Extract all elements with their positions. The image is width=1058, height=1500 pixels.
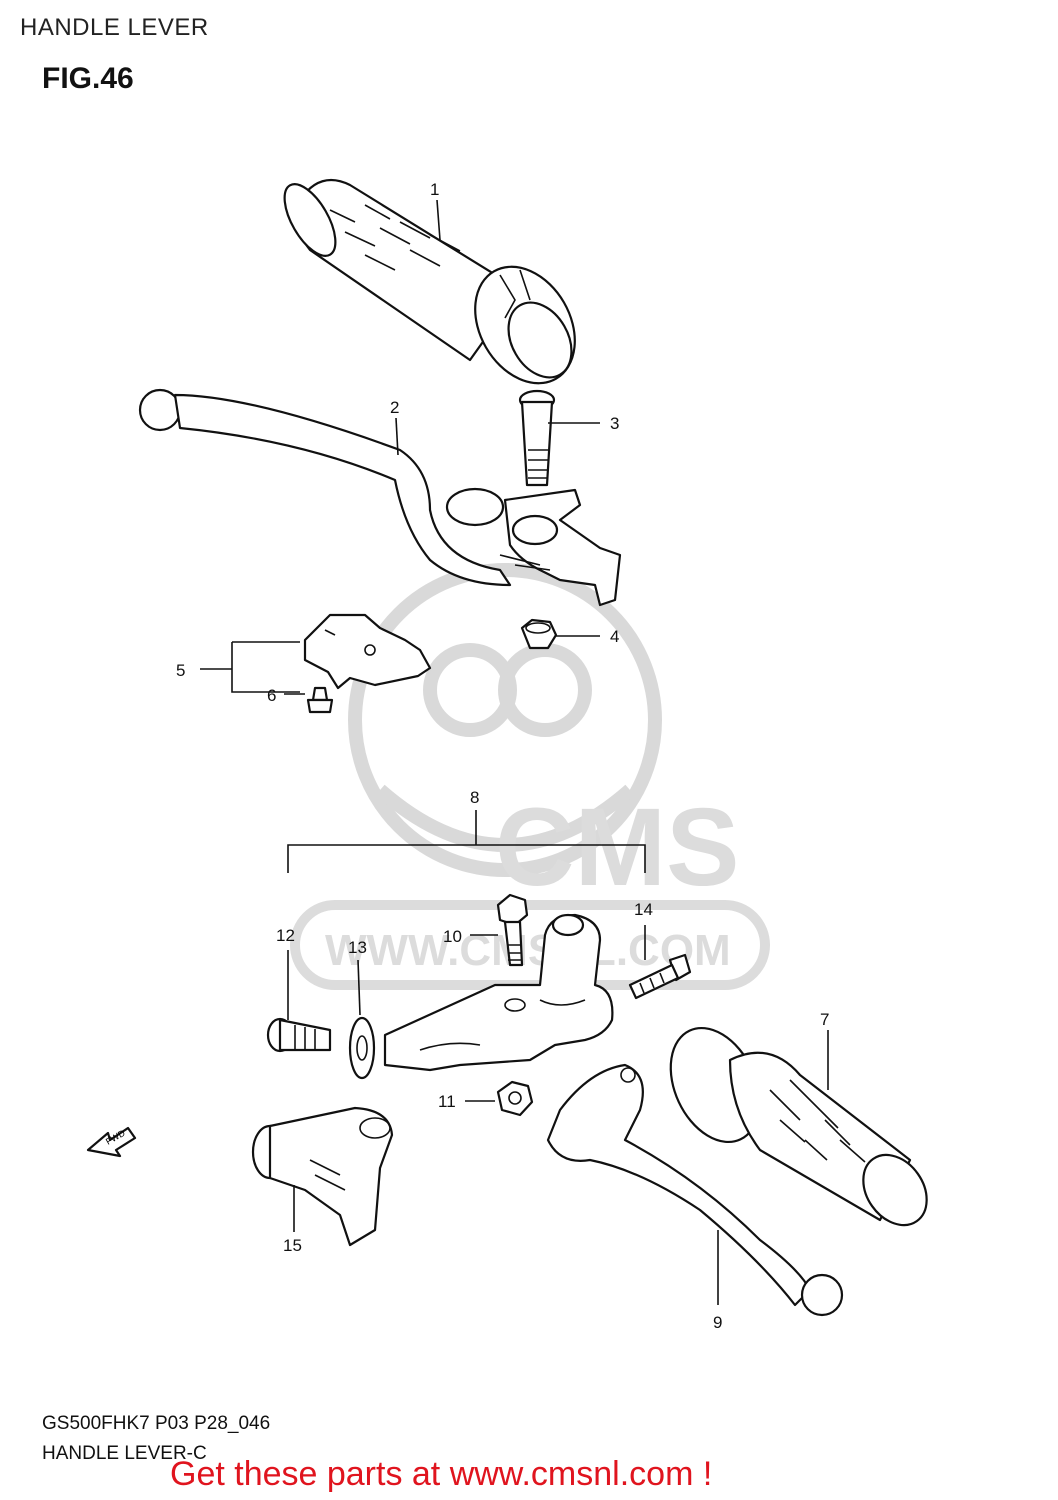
page-title: HANDLE LEVER bbox=[20, 14, 209, 41]
part-7-handlebar-grip bbox=[669, 1026, 928, 1227]
part-10-bolt bbox=[496, 893, 529, 967]
model-code: GS500FHK7 P03 P28_046 bbox=[42, 1413, 271, 1434]
part-6-screw bbox=[306, 686, 334, 714]
part-1-throttle-grip bbox=[283, 178, 576, 385]
part-4-nut bbox=[520, 618, 558, 650]
callout-7: 7 bbox=[820, 1010, 829, 1029]
part-9-clutch-lever bbox=[546, 1063, 844, 1317]
callout-14: 14 bbox=[634, 900, 653, 919]
callout-12: 12 bbox=[276, 926, 295, 945]
watermark-brand: CMS bbox=[495, 786, 739, 909]
part-15-lever-cover bbox=[251, 1106, 394, 1247]
callout-6: 6 bbox=[267, 686, 276, 705]
part-11-nut bbox=[496, 1080, 534, 1117]
part-12-adjuster-bolt bbox=[266, 1017, 332, 1053]
part-2-front-brake-lever bbox=[138, 388, 622, 607]
callout-5: 5 bbox=[176, 661, 185, 680]
fwd-arrow-icon: FWD bbox=[86, 1126, 137, 1158]
callout-3: 3 bbox=[610, 414, 619, 433]
part-14-bolt bbox=[628, 953, 692, 1000]
part-5-stop-switch bbox=[303, 613, 432, 690]
part-13-lock-nut bbox=[348, 1016, 376, 1080]
callout-15: 15 bbox=[283, 1236, 302, 1255]
callout-4: 4 bbox=[610, 627, 619, 646]
shop-link[interactable]: Get these parts at www.cmsnl.com ! bbox=[170, 1455, 713, 1493]
callout-9: 9 bbox=[713, 1313, 722, 1332]
callout-numbers: 1 2 3 4 5 6 7 8 9 10 11 12 13 14 15 bbox=[176, 180, 829, 1332]
leader-lines bbox=[200, 199, 829, 1305]
diagram-name: HANDLE LEVER-C bbox=[42, 1443, 207, 1464]
watermark-url: WWW.CMSNL.COM bbox=[325, 926, 731, 975]
callout-13: 13 bbox=[348, 938, 367, 957]
callout-8: 8 bbox=[470, 788, 479, 807]
cmsnl-watermark: CMS WWW.CMSNL.COM bbox=[290, 563, 770, 990]
callout-11: 11 bbox=[438, 1092, 456, 1111]
callout-1: 1 bbox=[430, 180, 439, 199]
callout-2: 2 bbox=[390, 398, 399, 417]
part-3-pivot-bolt bbox=[518, 389, 556, 487]
figure-label: FIG.46 bbox=[42, 62, 134, 95]
part-8-clutch-holder bbox=[383, 913, 614, 1072]
callout-10: 10 bbox=[443, 927, 462, 946]
